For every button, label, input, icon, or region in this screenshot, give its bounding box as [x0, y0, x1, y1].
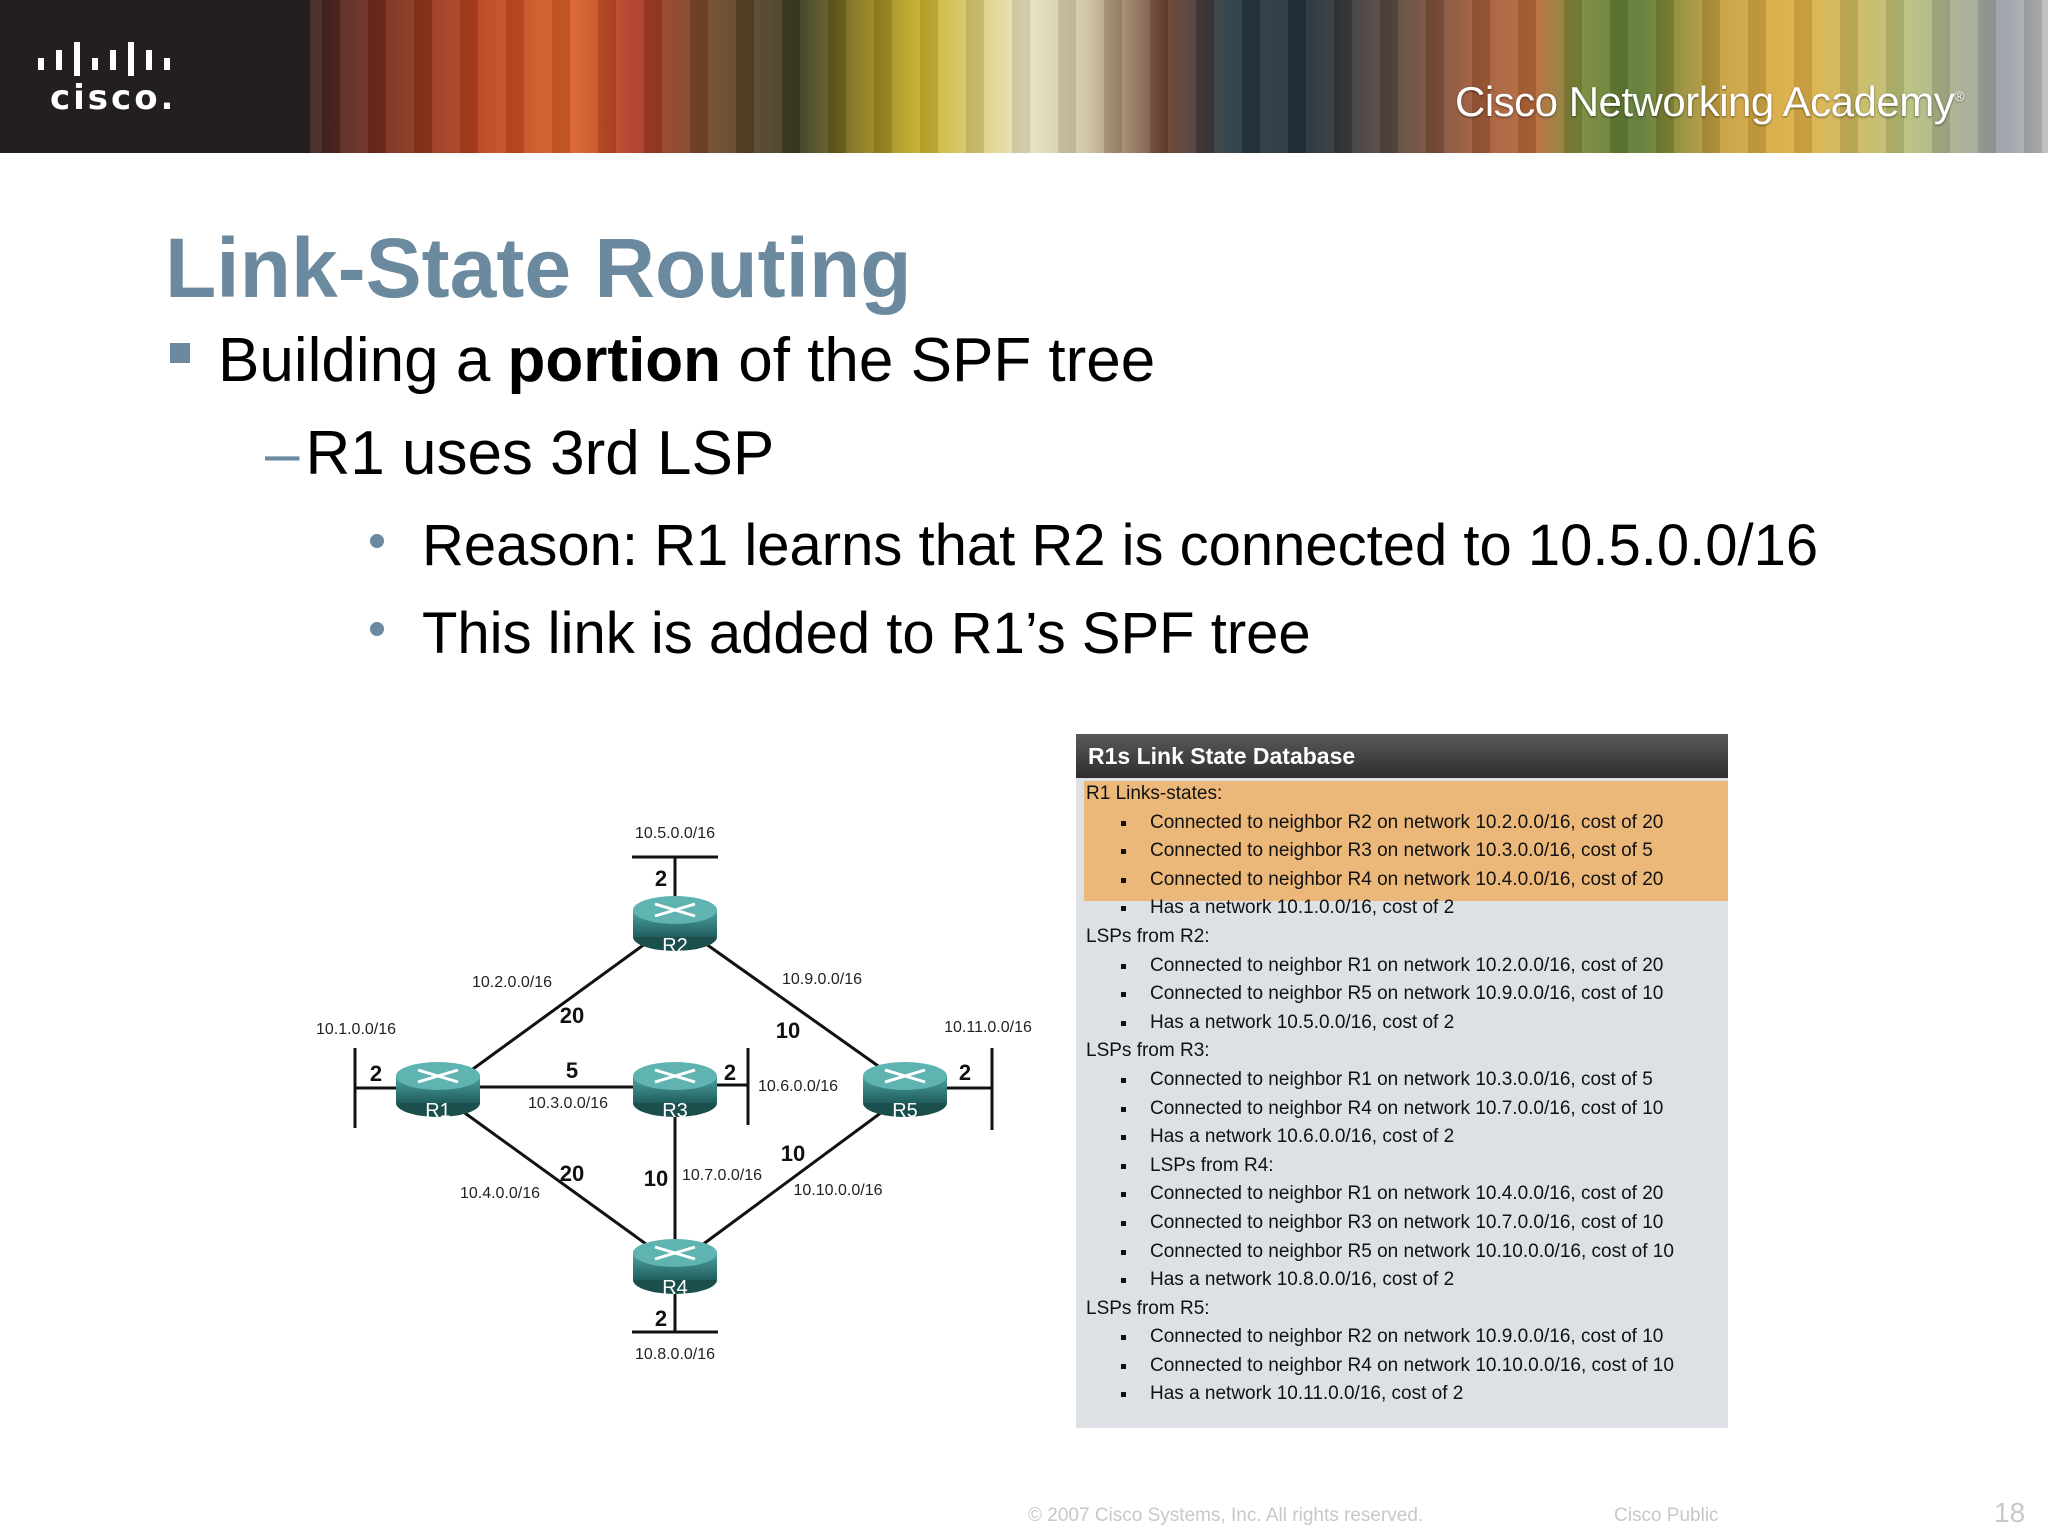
- lsdb-entry: Connected to neighbor R3 on network 10.7…: [1076, 1209, 1728, 1238]
- cost-label: 10: [776, 1018, 800, 1043]
- lsdb-entry: Connected to neighbor R1 on network 10.2…: [1076, 952, 1728, 981]
- lsdb-entry: Connected to neighbor R3 on network 10.3…: [1076, 837, 1728, 866]
- lsdb-entry: Has a network 10.1.0.0/16, cost of 2: [1076, 894, 1728, 923]
- cost-label: 2: [370, 1061, 382, 1086]
- link-r2-r5: [674, 920, 906, 1087]
- banner-photo-strip: [0, 0, 2048, 153]
- network-label: 10.1.0.0/16: [316, 1021, 396, 1038]
- cost-label: 2: [959, 1060, 971, 1085]
- registered-mark: ®: [1954, 88, 1965, 104]
- cisco-bars-icon: [38, 42, 170, 76]
- cost-label: 2: [655, 1306, 667, 1331]
- network-label: 10.5.0.0/16: [635, 825, 715, 842]
- footer-copyright: © 2007 Cisco Systems, Inc. All rights re…: [1028, 1505, 1424, 1526]
- network-label: 10.8.0.0/16: [635, 1346, 715, 1363]
- academy-text: Cisco Networking Academy: [1455, 78, 1955, 125]
- academy-title: Cisco Networking Academy®: [1455, 78, 1965, 126]
- cost-label: 5: [566, 1058, 578, 1083]
- cisco-wordmark: cisco.: [50, 78, 177, 118]
- router-r4: R4: [633, 1239, 717, 1299]
- router-r1: R1: [396, 1062, 480, 1122]
- lsdb-section-heading: LSPs from R3:: [1086, 1040, 1210, 1062]
- network-label: 10.9.0.0/16: [782, 971, 862, 988]
- bullet-level-3-text: This link is added to R1’s SPF tree: [422, 601, 1311, 666]
- network-topology-diagram: R2 R1 R3 R5 R4 10.5.0.0/16 10.2.0.0/16 1…: [316, 825, 1032, 1363]
- square-bullet-icon: [170, 343, 190, 363]
- router-label: R3: [662, 1100, 688, 1122]
- lsdb-highlight: [1084, 781, 1728, 901]
- bullet-level-1-text: Building a portion of the SPF tree: [218, 326, 1156, 395]
- topology-links: [353, 855, 994, 1334]
- cost-label: 2: [724, 1060, 736, 1085]
- link-r4-r5: [674, 1093, 906, 1267]
- network-label: 10.10.0.0/16: [794, 1182, 883, 1199]
- lsdb-entry: Connected to neighbor R4 on network 10.7…: [1076, 1095, 1728, 1124]
- cost-label: 20: [560, 1003, 584, 1028]
- lsdb-entry: Connected to neighbor R2 on network 10.9…: [1076, 1323, 1728, 1352]
- lsdb-entry: Connected to neighbor R1 on network 10.4…: [1076, 1180, 1728, 1209]
- lsdb-entry: Has a network 10.5.0.0/16, cost of 2: [1076, 1009, 1728, 1038]
- link-r1-r4: [439, 1093, 676, 1267]
- dash-bullet-icon: –: [265, 419, 300, 488]
- lsdb-entry: LSPs from R4:: [1076, 1152, 1728, 1181]
- network-label: 10.2.0.0/16: [472, 974, 552, 991]
- link-r1-r2: [439, 920, 676, 1095]
- lsdb-entry: Has a network 10.6.0.0/16, cost of 2: [1076, 1123, 1728, 1152]
- network-label: 10.6.0.0/16: [758, 1078, 838, 1095]
- network-label: 10.7.0.0/16: [682, 1167, 762, 1184]
- bold-word: portion: [507, 326, 722, 395]
- network-labels: 10.5.0.0/16 10.2.0.0/16 10.9.0.0/16 10.1…: [316, 825, 1032, 1363]
- lsdb-section-heading: LSPs from R5:: [1086, 1297, 1210, 1319]
- router-r5: R5: [863, 1062, 947, 1122]
- cost-labels: 2 20 10 2 5 2 2 20 10 10 2: [370, 866, 971, 1331]
- router-label: R4: [662, 1277, 688, 1299]
- cost-label: 10: [781, 1141, 805, 1166]
- router-label: R2: [662, 935, 688, 957]
- lsdb-entry: Connected to neighbor R4 on network 10.4…: [1076, 866, 1728, 895]
- lsdb-entry: Connected to neighbor R1 on network 10.3…: [1076, 1066, 1728, 1095]
- bullet-level-2-text: R1 uses 3rd LSP: [305, 419, 775, 488]
- cost-label: 20: [560, 1161, 584, 1186]
- footer-classification: Cisco Public: [1614, 1505, 1719, 1526]
- link-state-database-panel: R1s Link State Database R1 Links-states:…: [1076, 734, 1728, 1428]
- cisco-logo: cisco.: [0, 0, 310, 153]
- cost-label: 2: [655, 866, 667, 891]
- network-label: 10.4.0.0/16: [460, 1185, 540, 1202]
- header-banner: cisco. Cisco Networking Academy®: [0, 0, 2048, 153]
- lsdb-entry: Connected to neighbor R4 on network 10.1…: [1076, 1352, 1728, 1381]
- lsdb-entry: Connected to neighbor R5 on network 10.9…: [1076, 980, 1728, 1009]
- dot-bullet-icon: [370, 534, 384, 548]
- page-number: 18: [1994, 1497, 2026, 1528]
- router-label: R5: [892, 1100, 918, 1122]
- lsdb-entry: Has a network 10.8.0.0/16, cost of 2: [1076, 1266, 1728, 1295]
- bullet-level-2: –R1 uses 3rd LSP: [265, 418, 774, 489]
- lsdb-entry: Has a network 10.11.0.0/16, cost of 2: [1076, 1380, 1728, 1409]
- router-r3: R3: [633, 1062, 717, 1122]
- lsdb-lines: R1 Links-states: Connected to neighbor R2…: [1076, 780, 1728, 1409]
- bullet-level-3-text: Reason: R1 learns that R2 is connected t…: [422, 513, 1819, 578]
- network-label: 10.3.0.0/16: [528, 1095, 608, 1112]
- lsdb-section-heading: LSPs from R2:: [1086, 925, 1210, 947]
- network-label: 10.11.0.0/16: [944, 1019, 1032, 1036]
- dot-bullet-icon: [370, 622, 384, 636]
- lsdb-section-heading: R1 Links-states:: [1086, 783, 1223, 804]
- cost-label: 10: [644, 1166, 668, 1191]
- slide-title: Link-State Routing: [165, 221, 912, 315]
- router-r2: R2: [633, 896, 717, 957]
- lsdb-title: R1s Link State Database: [1076, 734, 1728, 778]
- router-label: R1: [425, 1100, 451, 1122]
- lsdb-entry: Connected to neighbor R2 on network 10.2…: [1076, 809, 1728, 838]
- lsdb-entry: Connected to neighbor R5 on network 10.1…: [1076, 1238, 1728, 1267]
